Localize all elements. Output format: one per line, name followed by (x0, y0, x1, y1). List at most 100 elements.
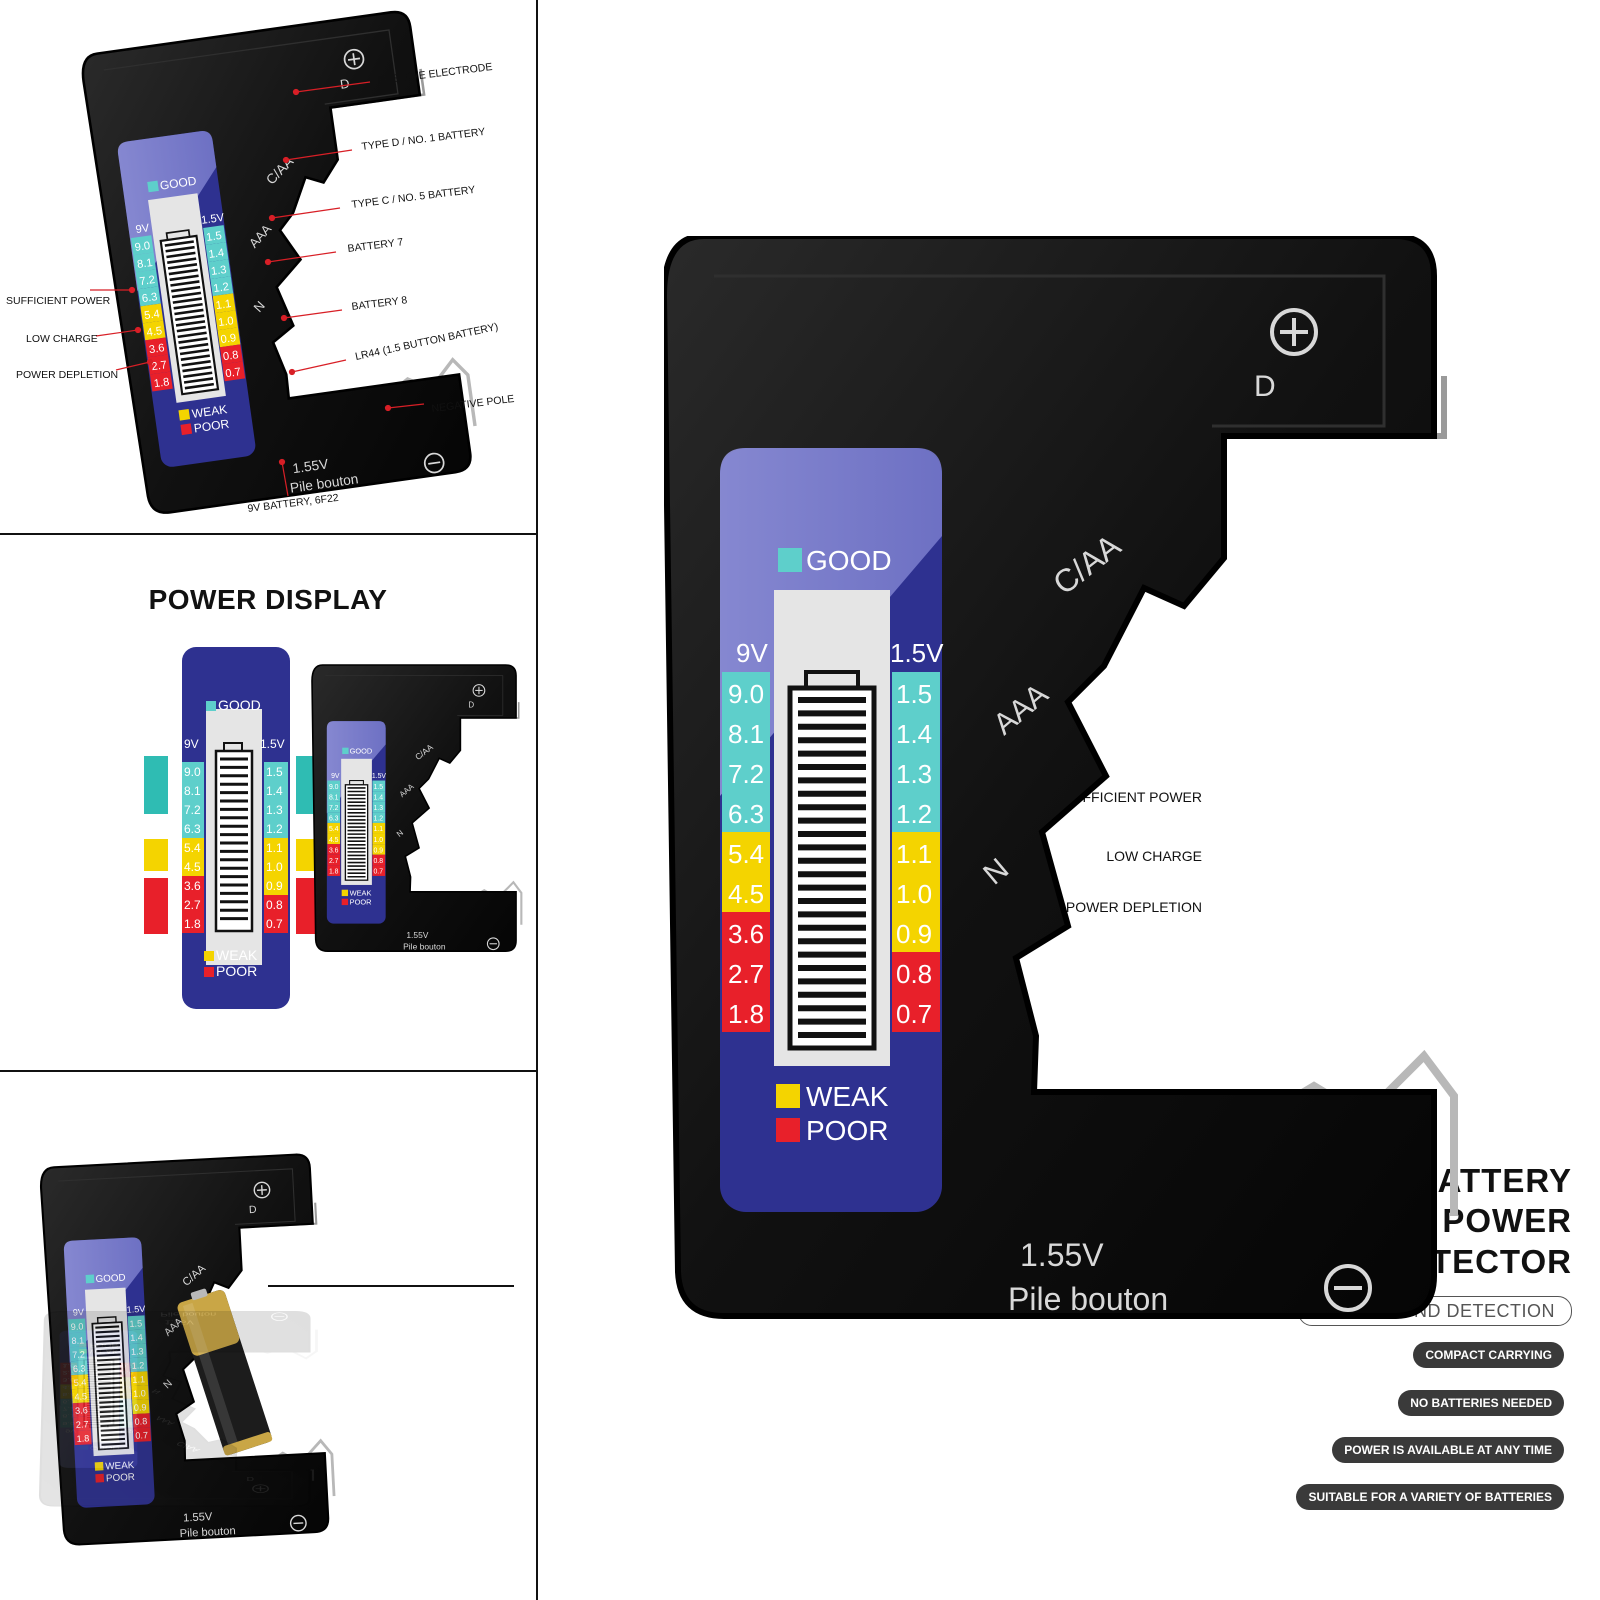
scale-value-1-5v: 0.7 (373, 869, 383, 876)
header-1-5v: 1.5V (119, 1428, 138, 1434)
callout-battery-7: BATTERY 7 (347, 236, 404, 255)
title-underline (268, 1285, 514, 1287)
minus-icon (289, 1514, 307, 1532)
scale-value-1-5v: 1.0 (266, 860, 283, 874)
scale-value-1-5v: 0.8 (373, 858, 383, 865)
plus-icon (472, 684, 486, 697)
scale-value-1-5v: 1.4 (373, 794, 383, 801)
slot-label-d: D (247, 1476, 255, 1482)
header-9v: 9V (331, 773, 340, 780)
scale-value-9v: 3.6 (728, 919, 764, 949)
scale-value-9v: 3.6 (329, 847, 339, 854)
minus-icon (271, 1312, 288, 1321)
scale-value-9v: 4.5 (184, 860, 201, 874)
scale-value-1-5v: 1.0 (896, 879, 932, 909)
vertical-divider (536, 0, 538, 1600)
scale-value-1-5v: 0.9 (220, 332, 237, 346)
good-label: GOOD (806, 545, 892, 576)
weak-label: WEAK (350, 889, 372, 898)
spring-contact (249, 1329, 318, 1360)
header-1-5v: 1.5V (200, 212, 225, 227)
scale-value-9v: 5.4 (728, 839, 764, 869)
scale-value-9v: 7.2 (728, 759, 764, 789)
button-label: Pile bouton (403, 942, 446, 952)
good-label: GOOD (90, 1445, 120, 1451)
scale-value-9v: 7.2 (139, 274, 156, 288)
feature-pill: POWER IS AVAILABLE AT ANY TIME (1332, 1437, 1564, 1463)
scale-value-9v: 3.6 (184, 879, 201, 893)
callout-type-c: TYPE C / NO. 5 BATTERY (351, 184, 476, 211)
poor-label: POOR (193, 417, 230, 436)
header-1-5v: 1.5V (126, 1304, 146, 1315)
callout-type-d: TYPE D / NO. 1 BATTERY (361, 126, 486, 153)
scale-value-9v: 1.8 (184, 917, 201, 931)
scale-value-9v: 5.4 (184, 841, 201, 855)
scale-value-1-5v: 0.9 (121, 1377, 134, 1383)
level-depletion: POWER DEPLETION (1065, 899, 1202, 915)
scale-value-9v: 9.0 (728, 679, 764, 709)
poor-label: POOR (216, 963, 258, 979)
scale-value-1-5v: 1.4 (896, 719, 932, 749)
callout-sufficient-power: SUFFICIENT POWER (6, 295, 111, 307)
scale-value-9v: 2.7 (62, 1370, 75, 1376)
scale-value-9v: 3.6 (62, 1377, 75, 1383)
button-label: Pile bouton (179, 1525, 236, 1540)
scale-value-1-5v: 0.7 (896, 999, 932, 1029)
scale-value-9v: 2.7 (184, 898, 201, 912)
slot-label-d: D (339, 76, 350, 92)
scale-value-9v: 7.2 (62, 1406, 75, 1412)
scale-value-1-5v: 1.3 (266, 803, 283, 817)
callout-power-depletion: POWER DEPLETION (16, 369, 118, 381)
scale-value-1-5v: 1.5 (205, 230, 222, 244)
scale-value-1-5v: 1.2 (373, 816, 383, 823)
scale-value-9v: 6.3 (141, 291, 158, 305)
scale-value-1-5v: 1.2 (266, 822, 283, 836)
weak-label: WEAK (191, 402, 228, 421)
scale-value-1-5v: 0.9 (896, 919, 932, 949)
minus-icon (486, 937, 500, 951)
scale-value-1-5v: 0.7 (121, 1363, 134, 1369)
swatch-low (144, 839, 168, 871)
scale-value-9v: 4.5 (728, 879, 764, 909)
good-label: GOOD (159, 174, 198, 193)
scale-value-1-5v: 1.1 (896, 839, 932, 869)
scale-value-9v: 8.1 (728, 719, 764, 749)
scale-value-9v: 5.4 (144, 308, 161, 322)
button-label: Pile bouton (160, 1311, 216, 1317)
display-panel: GOOD9V1.5V9.01.58.11.47.21.36.31.25.41.1… (117, 131, 256, 467)
scale-value-1-5v: 1.3 (373, 805, 383, 812)
slot-label-d: D (249, 1204, 258, 1216)
good-label: GOOD (350, 747, 373, 756)
level-low: LOW CHARGE (1106, 848, 1202, 864)
scale-value-1-5v: 0.7 (266, 917, 283, 931)
weak-label: WEAK (806, 1081, 889, 1112)
scale-value-1-5v: 1.4 (266, 784, 283, 798)
scale-value-9v: 7.2 (329, 805, 339, 812)
scale-value-9v: 4.5 (329, 837, 339, 844)
scale-value-9v: 5.4 (62, 1392, 75, 1398)
poor-label: POOR (806, 1115, 888, 1146)
feature-pill: COMPACT CARRYING (1413, 1342, 1564, 1368)
plus-icon (252, 1484, 269, 1494)
scale-value-9v: 1.8 (62, 1363, 75, 1369)
scale-value-1-5v: 1.5 (266, 765, 283, 779)
scale-value-9v: 7.2 (184, 803, 201, 817)
good-label: GOOD (95, 1273, 125, 1286)
scale-value-9v: 1.8 (329, 869, 339, 876)
scale-value-1-5v: 0.8 (222, 349, 239, 363)
scale-value-1-5v: 1.2 (213, 281, 230, 295)
scale-value-9v: 9.0 (134, 240, 151, 254)
button-voltage: 1.55V (1020, 1237, 1104, 1273)
slot-label-d: D (1254, 370, 1276, 403)
scale-value-1-5v: 1.5 (896, 679, 932, 709)
weak-label: WEAK (90, 1348, 120, 1354)
scale-value-1-5v: 1.3 (210, 264, 227, 278)
scale-value-9v: 6.3 (329, 816, 339, 823)
slot-label-d: D (468, 700, 474, 709)
scale-value-9v: 2.7 (728, 959, 764, 989)
